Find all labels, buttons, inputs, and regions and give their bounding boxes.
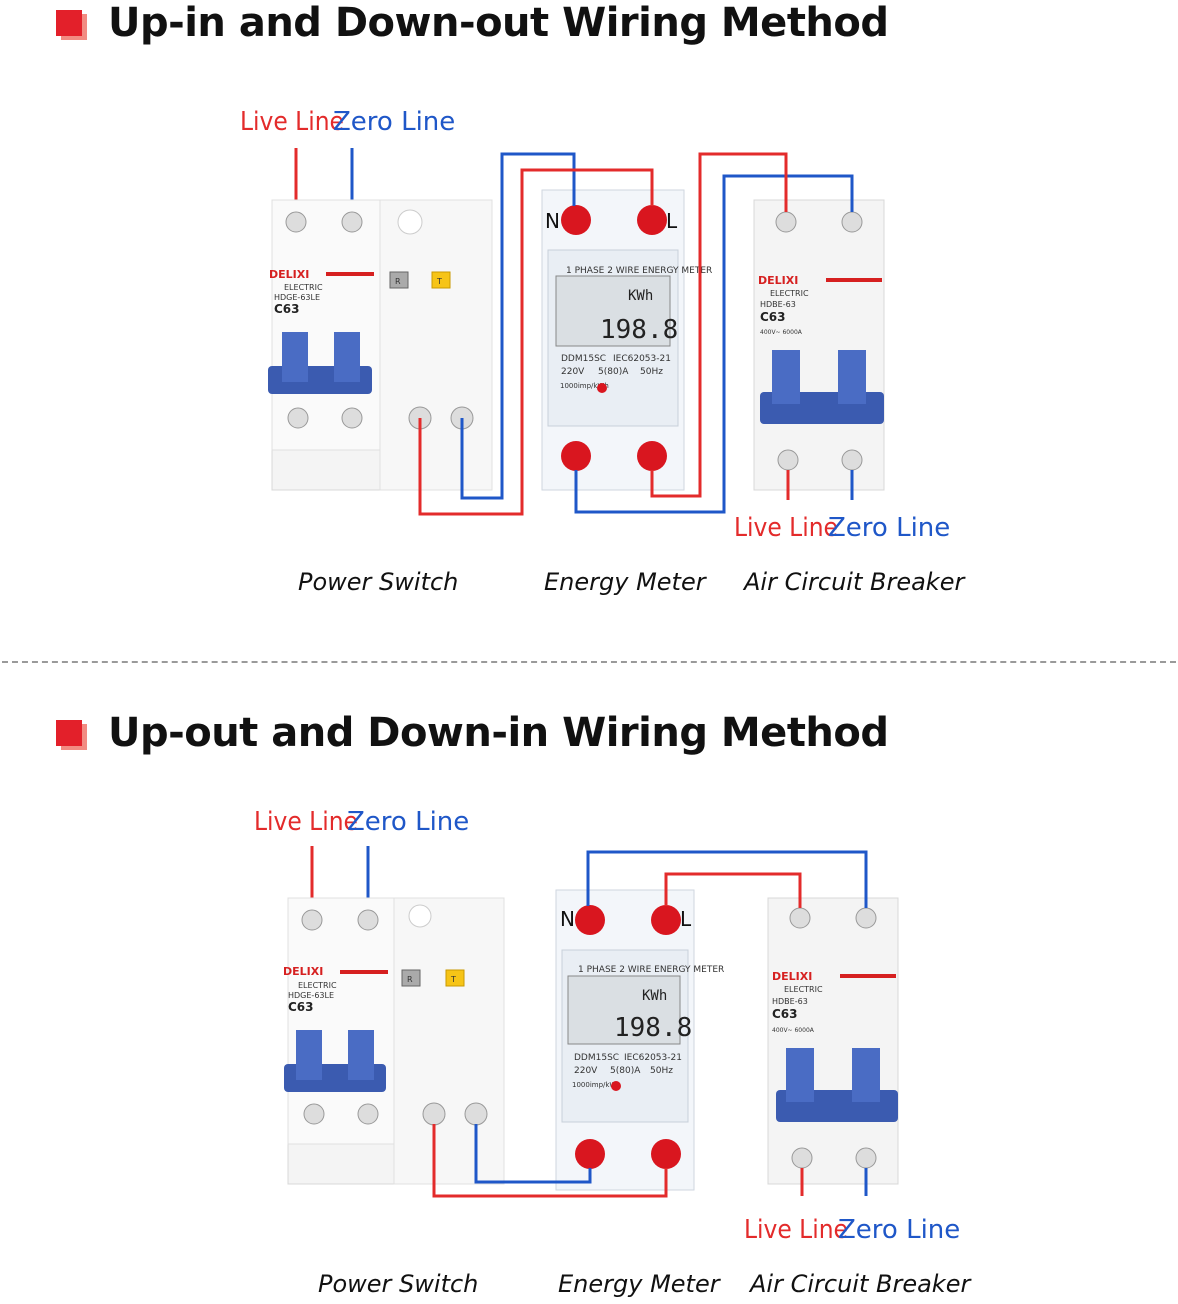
title-square-icon [56,10,82,36]
ps-brand: DELIXI [283,965,323,978]
power-switch: DELIXI ELECTRIC HDGE-63LE C63 R T [283,897,505,1185]
ps-model: C63 [274,302,300,316]
energy-meter: 1 PHASE 2 WIRE ENERGY METER KWh 198.8 DD… [541,189,712,491]
section-up-in-down-out: Up-in and Down-out Wiring Method Live Li… [0,0,1178,640]
ps-brand-sub: ELECTRIC [298,981,337,990]
bottom-zero-line-label: Zero Line [838,1215,960,1245]
caption-energy-meter: Energy Meter [558,1270,722,1298]
meter-unit: KWh [628,288,653,304]
meter-current: 5(80)A [610,1066,641,1076]
caption-power-switch: Power Switch [298,568,458,596]
ps-t-button: T [436,277,442,286]
bottom-live-line-label: Live Line [734,513,838,543]
acb-spec: 400V~ 6000A [760,329,803,336]
title-square-icon [56,720,82,746]
acb-spec: 400V~ 6000A [772,1027,815,1034]
ps-type: HDGE-63LE [274,293,320,302]
acb-brand: DELIXI [758,274,798,287]
air-circuit-breaker: DELIXI ELECTRIC HDBE-63 C63 400V~ 6000A [767,897,899,1185]
meter-current: 5(80)A [598,367,629,377]
meter-standard: IEC62053-21 [613,354,671,364]
acb-type: HDBE-63 [772,997,808,1006]
meter-voltage: 220V [574,1066,598,1076]
acb-model: C63 [772,1007,798,1021]
ps-brand-sub: ELECTRIC [284,283,323,292]
meter-l-terminal: L [680,907,692,931]
bottom-live-line-label: Live Line [744,1215,848,1245]
section-divider [2,661,1176,663]
meter-unit: KWh [642,988,667,1004]
caption-power-switch: Power Switch [318,1270,478,1298]
top-zero-line-label: Zero Line [333,107,455,137]
meter-model: DDM15SC [561,354,606,364]
ps-brand: DELIXI [269,268,309,281]
ps-r-button: R [395,277,401,286]
acb-brand: DELIXI [772,970,812,983]
ps-type: HDGE-63LE [288,991,334,1000]
caption-air-circuit-breaker: Air Circuit Breaker [748,1270,972,1298]
acb-brand-sub: ELECTRIC [770,289,809,298]
meter-voltage: 220V [561,367,585,377]
section-title-row: Up-out and Down-in Wiring Method [56,710,889,756]
meter-imp: 1000imp/kWh [572,1081,621,1089]
bottom-zero-line-label: Zero Line [828,513,950,543]
acb-brand-sub: ELECTRIC [784,985,823,994]
meter-standard: IEC62053-21 [624,1053,682,1063]
meter-imp: 1000imp/kWh [560,382,609,390]
air-circuit-breaker: DELIXI ELECTRIC HDBE-63 C63 400V~ 6000A [753,199,885,491]
caption-energy-meter: Energy Meter [544,568,708,596]
acb-type: HDBE-63 [760,300,796,309]
ps-model: C63 [288,1000,314,1014]
meter-freq: 50Hz [650,1066,673,1076]
meter-reading: 198.8 [614,1013,692,1043]
meter-l-terminal: L [666,209,678,233]
section-title-row: Up-in and Down-out Wiring Method [56,0,889,46]
top-zero-line-label: Zero Line [347,807,469,837]
meter-model: DDM15SC [574,1053,619,1063]
meter-header: 1 PHASE 2 WIRE ENERGY METER [566,266,712,276]
meter-reading: 198.8 [600,315,678,345]
section-title: Up-in and Down-out Wiring Method [108,0,889,46]
caption-air-circuit-breaker: Air Circuit Breaker [742,568,966,596]
power-switch: DELIXI ELECTRIC HDGE-63LE C63 R T [268,199,493,491]
top-live-line-label: Live Line [240,107,344,137]
meter-n-terminal: N [545,209,560,233]
top-live-line-label: Live Line [254,807,358,837]
meter-n-terminal: N [560,907,575,931]
ps-t-button: T [450,975,456,984]
energy-meter: 1 PHASE 2 WIRE ENERGY METER KWh 198.8 DD… [555,889,724,1191]
ps-r-button: R [407,975,413,984]
meter-header: 1 PHASE 2 WIRE ENERGY METER [578,965,724,975]
section-up-out-down-in: Up-out and Down-in Wiring Method Live Li… [0,700,1178,1304]
wiring-diagram-1: Live Line Zero Line DELIXI ELECTRIC HDGE… [240,107,966,596]
meter-freq: 50Hz [640,367,663,377]
acb-model: C63 [760,310,786,324]
section-title: Up-out and Down-in Wiring Method [108,710,889,756]
wiring-diagram-2: Live Line Zero Line DELIXI ELECTRIC HDGE… [254,807,972,1298]
